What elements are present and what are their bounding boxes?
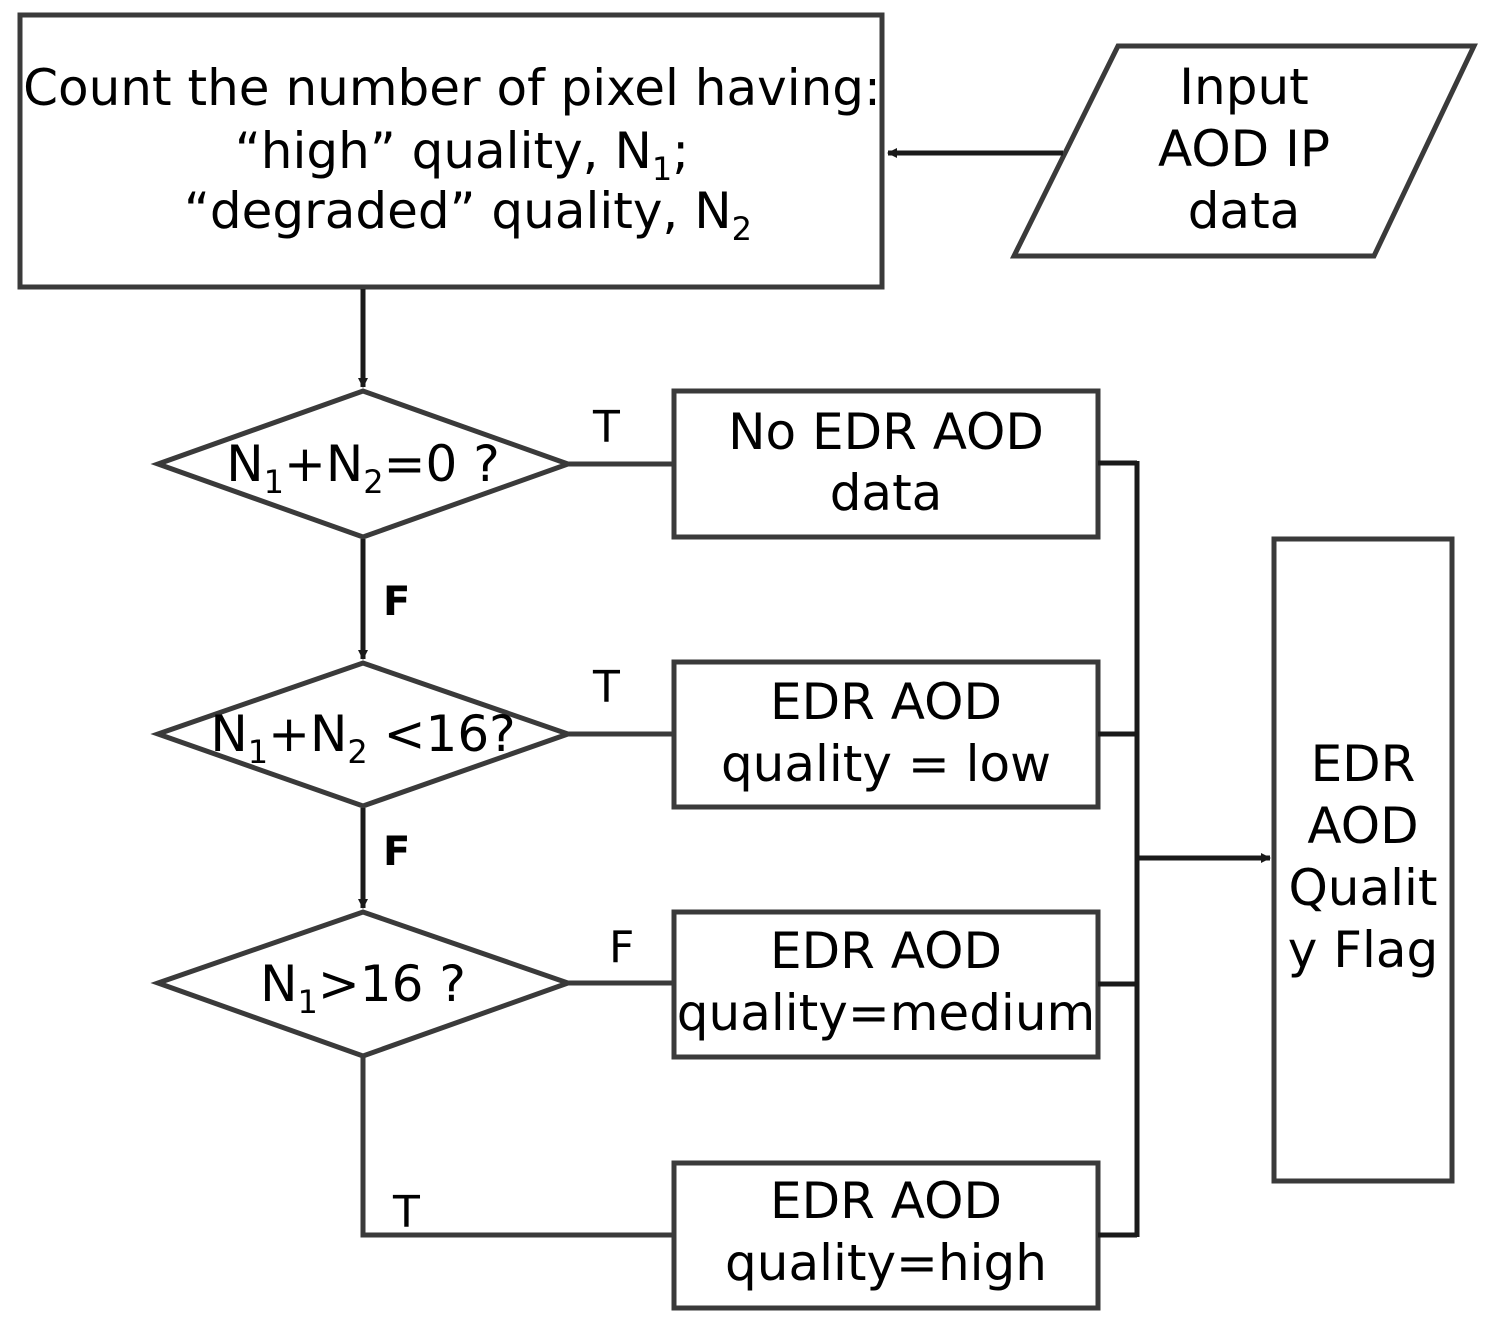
line-decision3-to-high [360, 1056, 674, 1238]
edge-label-d3-false: F [609, 922, 634, 973]
edge-label-d2-true: T [592, 662, 620, 713]
input-data-parallelogram [1009, 43, 1478, 259]
high-text-line1: EDR AOD [770, 1172, 1002, 1230]
nodata-text-line2: data [830, 464, 943, 522]
edge-label-d3-true: T [392, 1187, 420, 1238]
nodata-text-line1: No EDR AOD [728, 403, 1044, 461]
count-text-line1: Count the number of pixel having: [23, 59, 881, 117]
input-text-line1: Input [1179, 58, 1308, 116]
edge-label-d1-true: T [592, 402, 620, 453]
quality-flag-box [1271, 536, 1455, 1184]
decision3-text: N1>16 ? [260, 955, 466, 1021]
medium-text-line1: EDR AOD [770, 922, 1002, 980]
low-text-line1: EDR AOD [770, 673, 1002, 731]
count-text-line2: “high” quality, N1; [235, 122, 689, 188]
flag-text-line4: y Flag [1288, 921, 1439, 979]
medium-quality-box [671, 909, 1101, 1060]
edge-label-d2-false: F [383, 829, 410, 875]
decision2-text: N1+N2 <16? [210, 705, 515, 771]
flag-text-line1: EDR [1311, 735, 1416, 793]
low-text-line2: quality = low [721, 735, 1051, 793]
input-text-line2: AOD IP [1158, 120, 1330, 178]
input-text-line3: data [1188, 182, 1301, 240]
count-text-line3: “degraded” quality, N2 [184, 182, 752, 248]
count-pixels-box [17, 12, 885, 290]
medium-text-line2: quality=medium [677, 984, 1095, 1042]
high-text-line2: quality=high [725, 1234, 1047, 1292]
flag-text-line3: Qualit [1288, 859, 1437, 917]
no-data-box [671, 388, 1101, 540]
flag-text-line2: AOD [1307, 797, 1418, 855]
decision1-text: N1+N2=0 ? [226, 435, 500, 501]
edge-label-d1-false: F [383, 579, 410, 625]
